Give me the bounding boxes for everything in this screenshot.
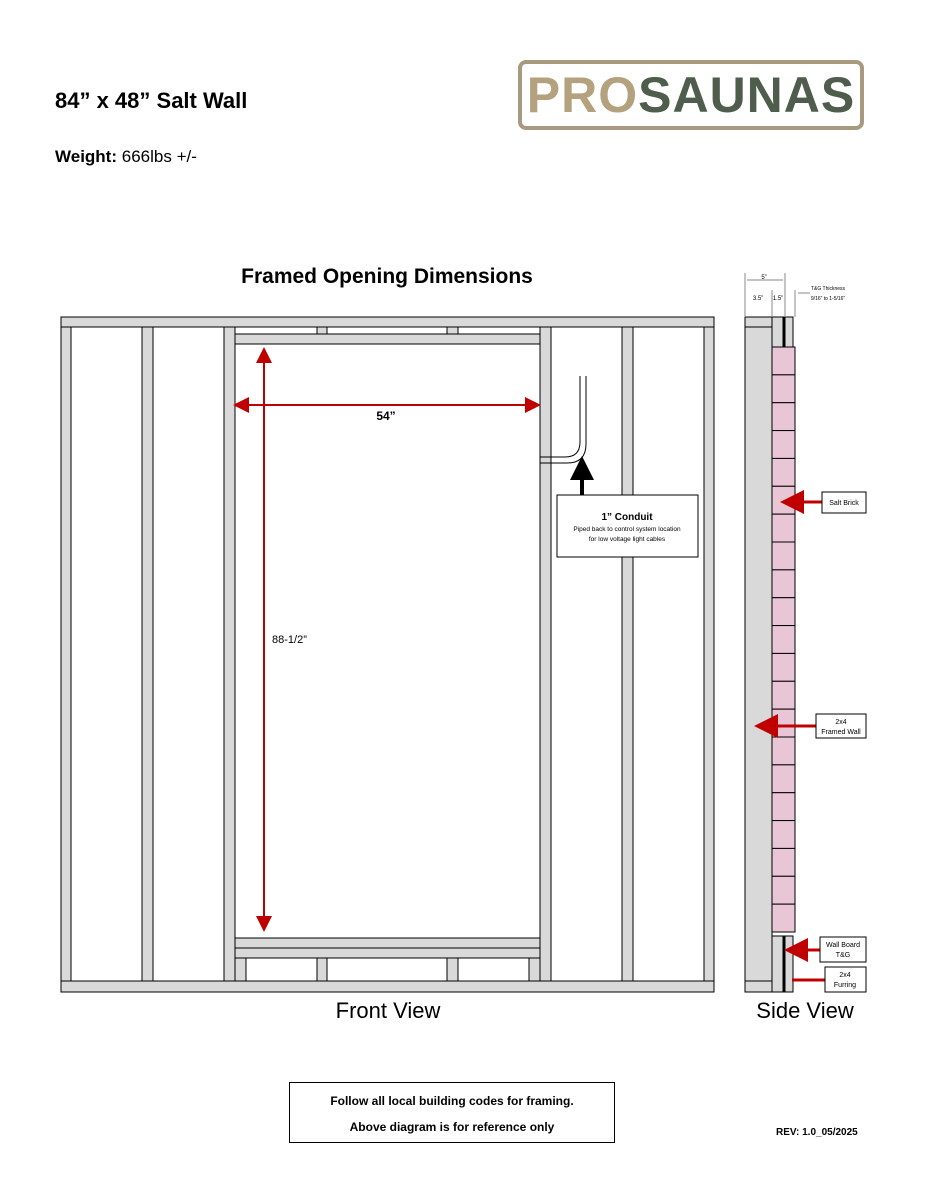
salt-brick (771, 430, 796, 459)
front-view (60, 316, 715, 993)
weight-label: Weight: (55, 147, 118, 166)
revision-label: REV: 1.0_05/2025 (776, 1127, 858, 1138)
weight-info: Weight: 666lbs +/- (55, 147, 197, 167)
salt-brick (771, 764, 796, 794)
diagram-title: Framed Opening Dimensions (241, 265, 533, 288)
salt-brick (771, 736, 796, 766)
cripple (528, 957, 541, 982)
height-dimension: 88-1/2” (256, 347, 307, 932)
header (234, 333, 541, 345)
side-furring-top (771, 316, 784, 348)
height-dimension-label: 88-1/2” (272, 634, 307, 646)
cripple (234, 957, 247, 982)
logo-saunas: SAUNAS (638, 67, 856, 123)
salt-brick (771, 680, 796, 710)
cripple (446, 957, 459, 982)
wall-board-label-1: Wall Board (826, 942, 860, 949)
top-plate (60, 316, 715, 328)
front-view-label: Front View (336, 998, 441, 1023)
side-view-label: Side View (756, 998, 854, 1023)
salt-brick (771, 847, 796, 877)
bottom-plate (60, 980, 715, 993)
side-furring-dim: 1.5” (773, 296, 783, 302)
notes-line1: Follow all local building codes for fram… (330, 1094, 574, 1108)
conduit-title: 1” Conduit (601, 512, 653, 523)
framed-wall-label-2: Framed Wall (821, 729, 861, 736)
width-dimension: 54” (233, 397, 541, 423)
furring-label-2: Furring (834, 982, 856, 989)
salt-brick (771, 569, 796, 599)
salt-brick-label: Salt Brick (829, 500, 859, 507)
cripple (316, 326, 328, 335)
salt-brick (771, 402, 796, 432)
salt-brick (771, 346, 796, 376)
notes-line2: Above diagram is for reference only (349, 1120, 555, 1134)
side-wall-board (784, 935, 794, 993)
side-total-dim: 5” (761, 275, 766, 281)
conduit-line1: Piped back to control system location (573, 526, 681, 533)
conduit-line2: for low voltage light cables (589, 536, 666, 543)
width-dimension-label: 54” (376, 409, 395, 423)
tg-thickness-label: T&G Thickness (811, 286, 846, 292)
salt-brick (771, 541, 796, 571)
sill (234, 947, 541, 959)
weight-value: 666lbs +/- (121, 147, 197, 166)
salt-brick (771, 875, 796, 905)
salt-brick (771, 708, 796, 738)
stud (703, 326, 715, 982)
side-view (744, 316, 796, 993)
side-dimensions: 5” 3.5” 1.5” T&G Thickness 9/16” to 1-5/… (744, 273, 846, 317)
salt-brick (771, 652, 796, 682)
side-callouts: Salt Brick 2x4 Framed Wall Wall Board T&… (754, 490, 867, 993)
tg-thickness-range: 9/16” to 1-5/16” (811, 296, 846, 302)
salt-brick (771, 625, 796, 654)
page-title: 84” x 48” Salt Wall (55, 88, 248, 113)
salt-brick (771, 513, 796, 543)
sill (234, 937, 541, 949)
stud (621, 326, 634, 982)
side-stud-dim: 3.5” (753, 296, 763, 302)
salt-brick (771, 457, 796, 487)
salt-brick (771, 792, 796, 822)
side-stud (744, 316, 773, 993)
salt-brick (771, 903, 796, 933)
framed-wall-label-1: 2x4 (835, 719, 846, 726)
king-stud (539, 326, 552, 982)
salt-brick (771, 820, 796, 849)
salt-brick-stack (771, 346, 796, 933)
stud (60, 326, 72, 982)
cripple (316, 957, 328, 982)
wall-board-label-2: T&G (836, 952, 850, 959)
conduit (540, 376, 594, 495)
cripple (446, 326, 459, 335)
salt-brick (771, 374, 796, 404)
stud (141, 326, 154, 982)
notes-box: Follow all local building codes for fram… (289, 1082, 615, 1143)
furring-label-1: 2x4 (839, 972, 850, 979)
side-furring-bottom (771, 935, 784, 993)
salt-brick (771, 597, 796, 627)
king-stud (223, 326, 236, 982)
conduit-callout: 1” Conduit Piped back to control system … (556, 494, 699, 558)
salt-brick (771, 485, 796, 515)
logo-pro: PRO (526, 67, 639, 123)
